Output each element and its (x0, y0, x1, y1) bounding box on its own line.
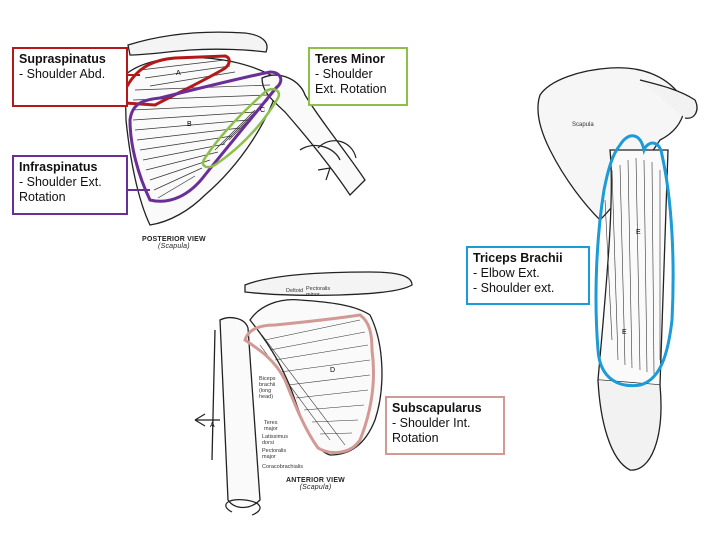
letter-a-posterior: A (176, 70, 181, 77)
letter-b: B (187, 121, 192, 128)
teres-minor-outline (201, 87, 281, 169)
triceps-title: Triceps Brachii (473, 251, 563, 265)
triceps-drawing (537, 67, 698, 471)
anterior-scapula-drawing (194, 271, 413, 516)
coracobrachialis-label: Coracobrachialis (262, 464, 303, 470)
letter-d: D (330, 367, 335, 374)
triceps-label-box: Triceps Brachii - Elbow Ext. - Shoulder … (466, 246, 590, 305)
subscapularis-outline (243, 313, 375, 454)
biceps-label: Biceps brachii (long head) (259, 376, 276, 400)
subscapularis-title: Subscapularus (392, 401, 482, 415)
infraspinatus-outline (128, 70, 283, 203)
supraspinatus-title: Supraspinatus (19, 52, 106, 66)
letter-e-lower: E (622, 329, 627, 336)
supraspinatus-label-box: Supraspinatus - Shoulder Abd. (12, 47, 128, 107)
letter-a-anterior: A (210, 422, 215, 429)
supraspinatus-action: - Shoulder Abd. (19, 67, 106, 81)
teres-minor-title: Teres Minor (315, 52, 385, 66)
deltoid-label: Deltoid (286, 288, 304, 294)
infraspinatus-title: Infraspinatus (19, 160, 98, 174)
infraspinatus-label-box: Infraspinatus - Shoulder Ext. Rotation (12, 155, 128, 215)
pectoralis-minor-label: Pectoralis minor (306, 286, 331, 298)
triceps-outline (594, 134, 675, 388)
anterior-view-caption: ANTERIOR VIEW (Scapula) (286, 477, 345, 491)
subscapularis-action: - Shoulder Int. Rotation (392, 416, 471, 445)
pectoralis-major-label: Pectoralis major (262, 448, 287, 460)
triceps-action: - Elbow Ext. - Shoulder ext. (473, 266, 555, 295)
infraspinatus-action: - Shoulder Ext. Rotation (19, 175, 102, 204)
subscapularis-label-box: Subscapularus - Shoulder Int. Rotation (385, 396, 505, 455)
teres-minor-action: - Shoulder Ext. Rotation (315, 67, 387, 96)
scapula-label: Scapula (572, 122, 594, 128)
letter-e-upper: E (636, 229, 641, 236)
latissimus-label: Latissimus dorsi (262, 434, 288, 446)
letter-c: C (260, 107, 265, 114)
teres-minor-label-box: Teres Minor - Shoulder Ext. Rotation (308, 47, 408, 106)
teres-major-label: Teres major (264, 420, 278, 432)
posterior-view-caption: POSTERIOR VIEW (Scapula) (142, 236, 206, 250)
